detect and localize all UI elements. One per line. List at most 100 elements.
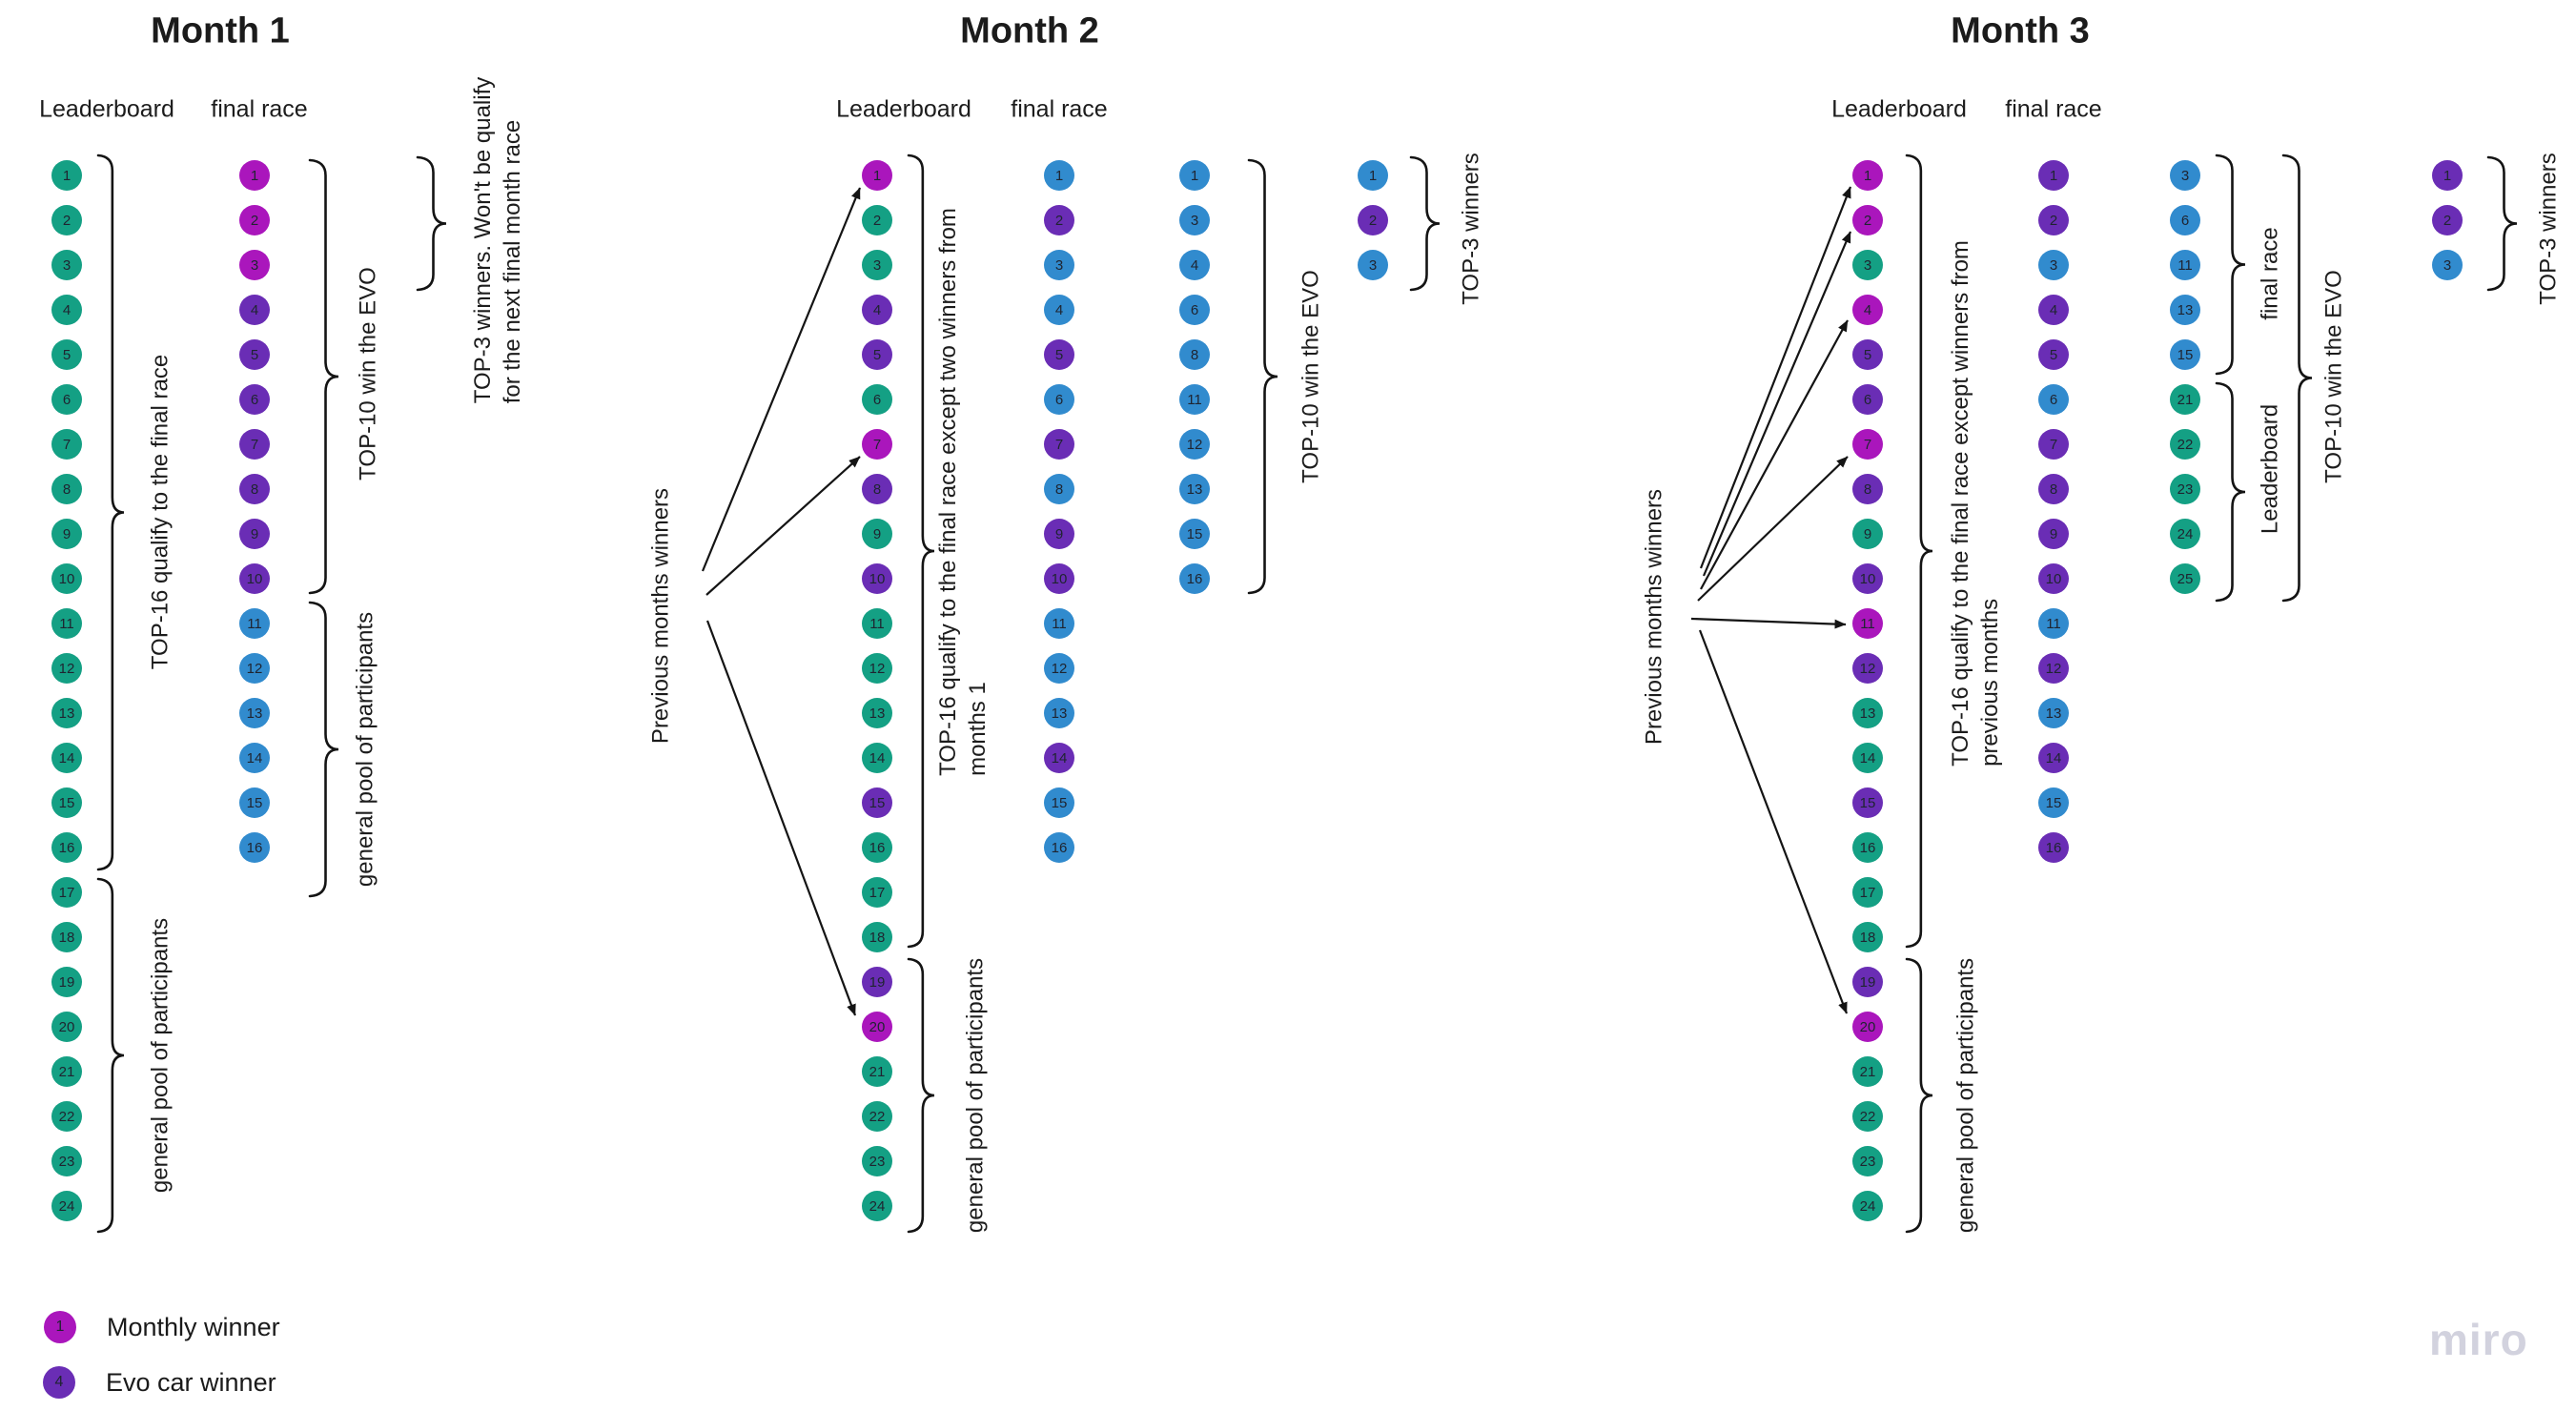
m1-leaderboard-circle-2[interactable]: 2	[51, 205, 82, 235]
m3-leaderboard-circle-9[interactable]: 9	[1852, 519, 1883, 549]
m2-leaderboard-circle-5[interactable]: 5	[862, 339, 892, 370]
m2-leaderboard-circle-24[interactable]: 24	[862, 1191, 892, 1221]
m2-final-race-circle-16[interactable]: 16	[1044, 832, 1074, 863]
m2-leaderboard-circle-10[interactable]: 10	[862, 563, 892, 594]
m2-race-results-circle-11[interactable]: 11	[1179, 384, 1210, 415]
m3-final-race-circle-11[interactable]: 11	[2038, 608, 2069, 639]
m2-final-race-circle-1[interactable]: 1	[1044, 160, 1074, 191]
evo-car-winner-chip[interactable]: 4	[43, 1366, 75, 1399]
m3-leaderboard-circle-15[interactable]: 15	[1852, 787, 1883, 818]
m1-final-race-circle-13[interactable]: 13	[239, 698, 270, 728]
m2-leaderboard-circle-8[interactable]: 8	[862, 474, 892, 504]
m3-race-results-circle-13[interactable]: 13	[2170, 295, 2200, 325]
m1-final-race-circle-7[interactable]: 7	[239, 429, 270, 460]
m2-final-race-circle-11[interactable]: 11	[1044, 608, 1074, 639]
m3-leaderboard-circle-7[interactable]: 7	[1852, 429, 1883, 460]
m1-leaderboard-circle-20[interactable]: 20	[51, 1012, 82, 1042]
m1-leaderboard-circle-23[interactable]: 23	[51, 1146, 82, 1176]
m3-race-results-circle-25[interactable]: 25	[2170, 563, 2200, 594]
m2-final-race-circle-10[interactable]: 10	[1044, 563, 1074, 594]
m3-final-race-circle-3[interactable]: 3	[2038, 250, 2069, 280]
m1-final-race-circle-10[interactable]: 10	[239, 563, 270, 594]
m2-leaderboard-circle-18[interactable]: 18	[862, 922, 892, 952]
m1-leaderboard-circle-12[interactable]: 12	[51, 653, 82, 684]
m3-leaderboard-circle-22[interactable]: 22	[1852, 1101, 1883, 1132]
m1-leaderboard-circle-16[interactable]: 16	[51, 832, 82, 863]
m2-race-results-circle-3[interactable]: 3	[1179, 205, 1210, 235]
m3-final-race-circle-4[interactable]: 4	[2038, 295, 2069, 325]
m3-leaderboard-circle-19[interactable]: 19	[1852, 967, 1883, 997]
m3-top3-winners-circle-2[interactable]: 2	[2432, 205, 2463, 235]
m3-race-results-circle-23[interactable]: 23	[2170, 474, 2200, 504]
m1-leaderboard-circle-7[interactable]: 7	[51, 429, 82, 460]
m3-leaderboard-circle-2[interactable]: 2	[1852, 205, 1883, 235]
m3-final-race-circle-7[interactable]: 7	[2038, 429, 2069, 460]
m2-leaderboard-circle-16[interactable]: 16	[862, 832, 892, 863]
m3-final-race-circle-5[interactable]: 5	[2038, 339, 2069, 370]
m1-leaderboard-circle-10[interactable]: 10	[51, 563, 82, 594]
m3-leaderboard-circle-5[interactable]: 5	[1852, 339, 1883, 370]
m1-leaderboard-circle-14[interactable]: 14	[51, 743, 82, 773]
m3-final-race-circle-15[interactable]: 15	[2038, 787, 2069, 818]
m3-final-race-circle-9[interactable]: 9	[2038, 519, 2069, 549]
m3-top3-winners-circle-3[interactable]: 3	[2432, 250, 2463, 280]
m3-race-results-circle-22[interactable]: 22	[2170, 429, 2200, 460]
m1-final-race-circle-4[interactable]: 4	[239, 295, 270, 325]
m2-final-race-circle-3[interactable]: 3	[1044, 250, 1074, 280]
m2-top3-winners-circle-2[interactable]: 2	[1358, 205, 1388, 235]
m2-final-race-circle-6[interactable]: 6	[1044, 384, 1074, 415]
m2-leaderboard-circle-15[interactable]: 15	[862, 787, 892, 818]
m3-leaderboard-circle-13[interactable]: 13	[1852, 698, 1883, 728]
m1-final-race-circle-9[interactable]: 9	[239, 519, 270, 549]
m3-final-race-circle-12[interactable]: 12	[2038, 653, 2069, 684]
m3-race-results-circle-24[interactable]: 24	[2170, 519, 2200, 549]
m3-leaderboard-circle-8[interactable]: 8	[1852, 474, 1883, 504]
m3-leaderboard-circle-17[interactable]: 17	[1852, 877, 1883, 908]
m3-leaderboard-circle-20[interactable]: 20	[1852, 1012, 1883, 1042]
m2-race-results-circle-4[interactable]: 4	[1179, 250, 1210, 280]
m2-top3-winners-circle-1[interactable]: 1	[1358, 160, 1388, 191]
m2-race-results-circle-12[interactable]: 12	[1179, 429, 1210, 460]
m2-leaderboard-circle-20[interactable]: 20	[862, 1012, 892, 1042]
m3-leaderboard-circle-10[interactable]: 10	[1852, 563, 1883, 594]
m1-leaderboard-circle-15[interactable]: 15	[51, 787, 82, 818]
m1-final-race-circle-5[interactable]: 5	[239, 339, 270, 370]
m3-leaderboard-circle-14[interactable]: 14	[1852, 743, 1883, 773]
m3-leaderboard-circle-23[interactable]: 23	[1852, 1146, 1883, 1176]
m2-final-race-circle-14[interactable]: 14	[1044, 743, 1074, 773]
m3-leaderboard-circle-12[interactable]: 12	[1852, 653, 1883, 684]
m2-final-race-circle-8[interactable]: 8	[1044, 474, 1074, 504]
m2-final-race-circle-9[interactable]: 9	[1044, 519, 1074, 549]
m3-leaderboard-circle-3[interactable]: 3	[1852, 250, 1883, 280]
m2-leaderboard-circle-1[interactable]: 1	[862, 160, 892, 191]
m2-race-results-circle-13[interactable]: 13	[1179, 474, 1210, 504]
m3-final-race-circle-16[interactable]: 16	[2038, 832, 2069, 863]
m3-leaderboard-circle-11[interactable]: 11	[1852, 608, 1883, 639]
m3-final-race-circle-6[interactable]: 6	[2038, 384, 2069, 415]
m2-leaderboard-circle-2[interactable]: 2	[862, 205, 892, 235]
m1-final-race-circle-16[interactable]: 16	[239, 832, 270, 863]
m2-race-results-circle-8[interactable]: 8	[1179, 339, 1210, 370]
m2-leaderboard-circle-22[interactable]: 22	[862, 1101, 892, 1132]
m2-leaderboard-circle-3[interactable]: 3	[862, 250, 892, 280]
m2-final-race-circle-15[interactable]: 15	[1044, 787, 1074, 818]
m1-final-race-circle-14[interactable]: 14	[239, 743, 270, 773]
m2-race-results-circle-1[interactable]: 1	[1179, 160, 1210, 191]
m2-leaderboard-circle-13[interactable]: 13	[862, 698, 892, 728]
m3-leaderboard-circle-21[interactable]: 21	[1852, 1056, 1883, 1087]
m1-leaderboard-circle-11[interactable]: 11	[51, 608, 82, 639]
m1-leaderboard-circle-18[interactable]: 18	[51, 922, 82, 952]
m2-top3-winners-circle-3[interactable]: 3	[1358, 250, 1388, 280]
m3-race-results-circle-6[interactable]: 6	[2170, 205, 2200, 235]
m2-final-race-circle-2[interactable]: 2	[1044, 205, 1074, 235]
m2-final-race-circle-13[interactable]: 13	[1044, 698, 1074, 728]
m3-final-race-circle-14[interactable]: 14	[2038, 743, 2069, 773]
m1-final-race-circle-1[interactable]: 1	[239, 160, 270, 191]
m1-final-race-circle-2[interactable]: 2	[239, 205, 270, 235]
m3-final-race-circle-13[interactable]: 13	[2038, 698, 2069, 728]
m3-leaderboard-circle-16[interactable]: 16	[1852, 832, 1883, 863]
monthly-winner-chip[interactable]: 1	[44, 1311, 76, 1343]
m2-leaderboard-circle-12[interactable]: 12	[862, 653, 892, 684]
m1-leaderboard-circle-13[interactable]: 13	[51, 698, 82, 728]
m2-leaderboard-circle-21[interactable]: 21	[862, 1056, 892, 1087]
